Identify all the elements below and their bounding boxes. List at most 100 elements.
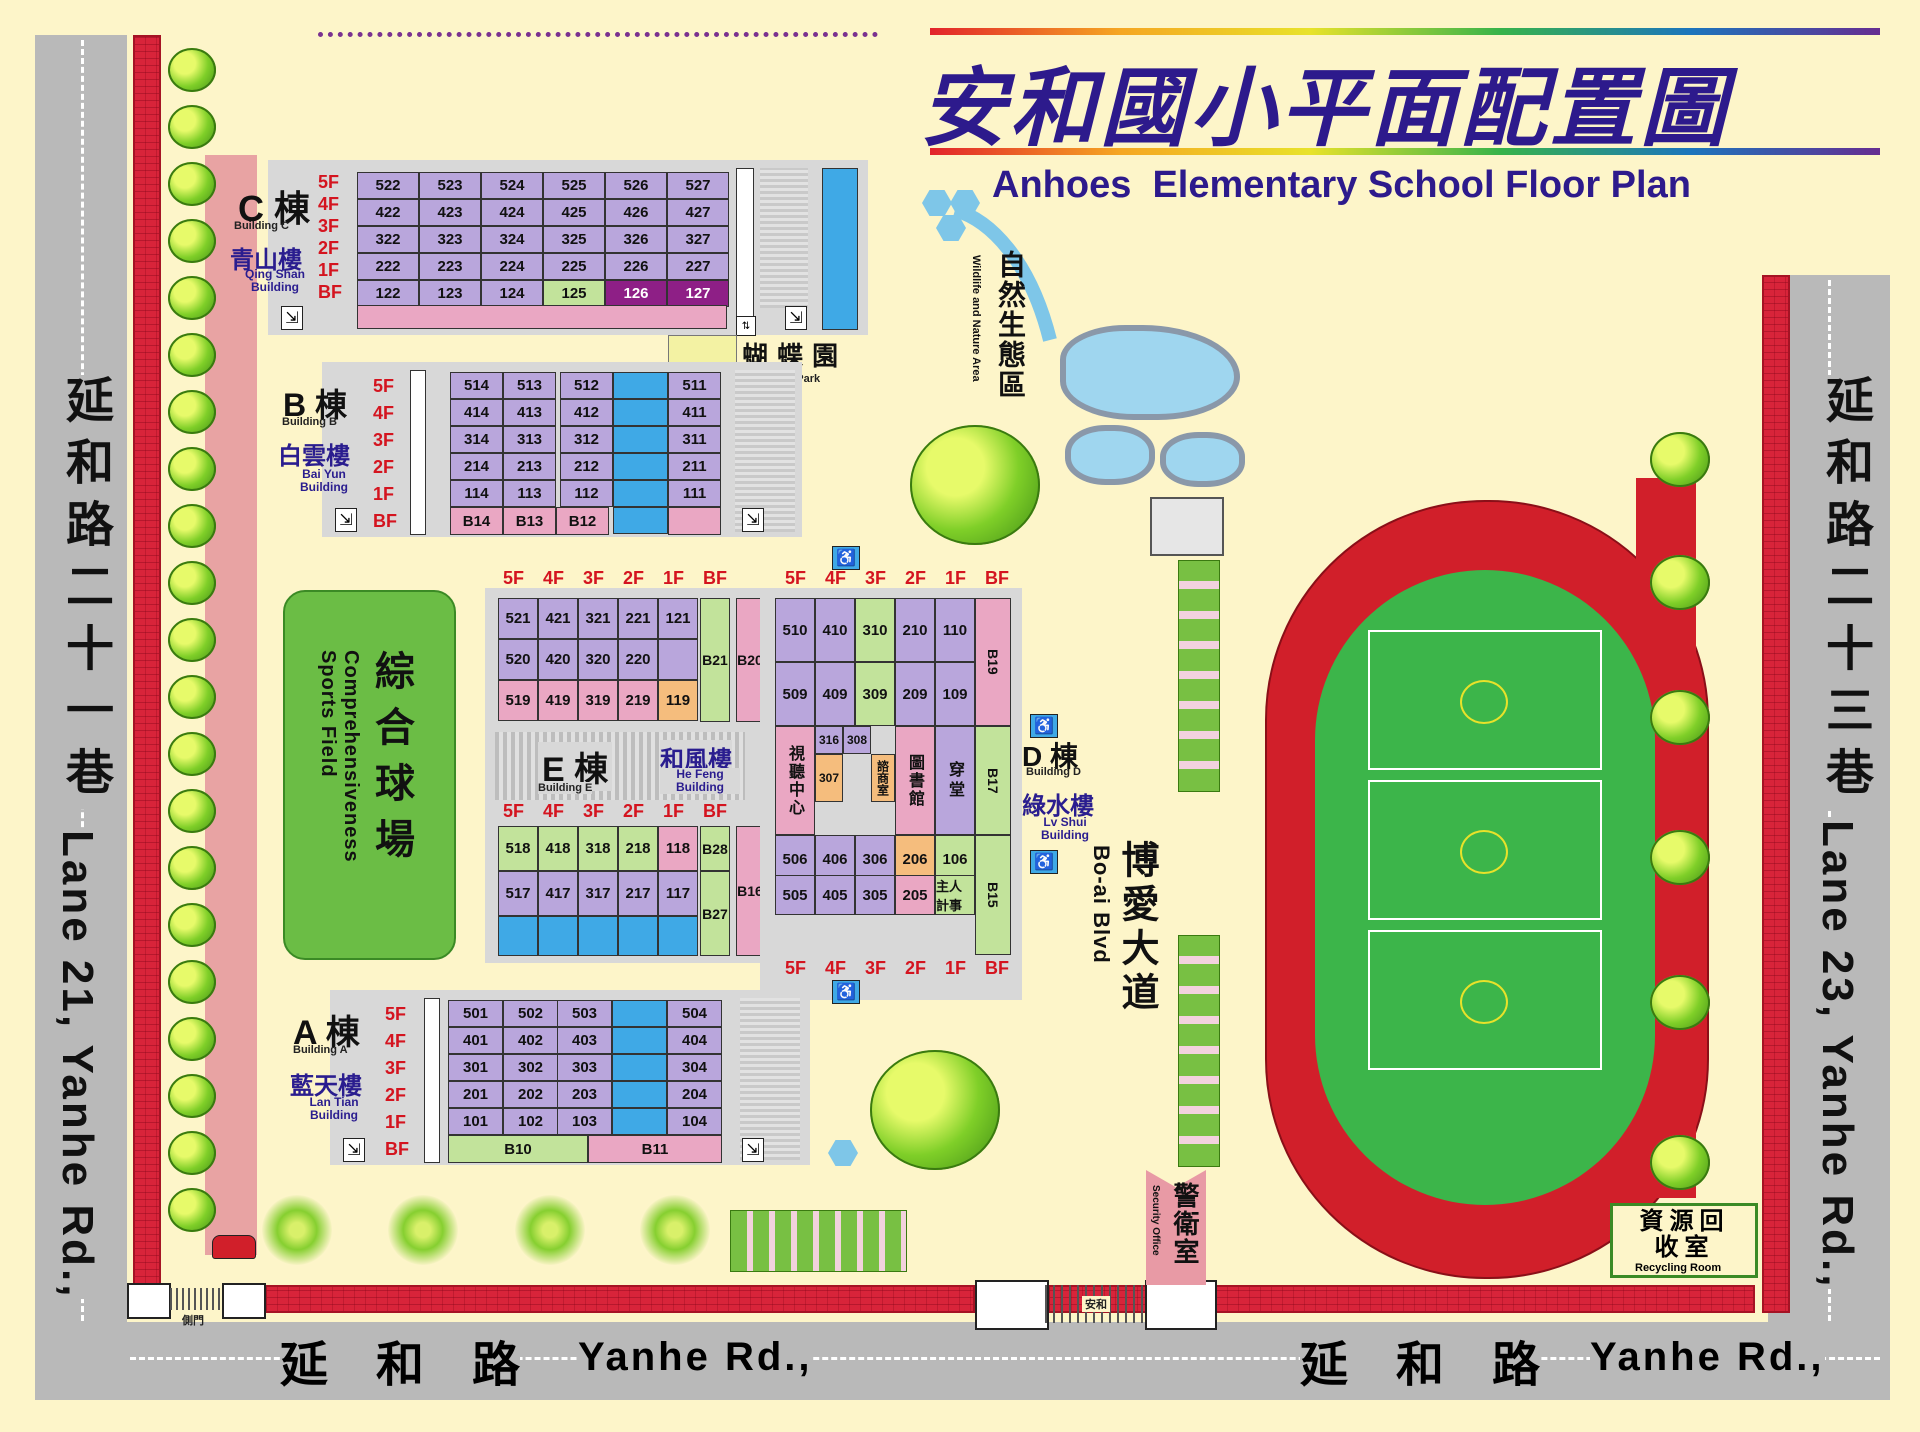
room-cell[interactable]: 402 [503,1027,558,1054]
room-cell[interactable]: 主人計事 [935,875,975,915]
room-cell[interactable]: 224 [481,253,543,280]
room-av-center[interactable]: 視聽中心 [775,726,815,835]
room-cell[interactable]: 109 [935,662,975,726]
room-cell[interactable]: 302 [503,1054,558,1081]
room-cell[interactable]: 310 [855,598,895,662]
room-cell[interactable]: 101 [448,1108,503,1135]
room-cell[interactable]: B12 [556,507,609,535]
room-cell[interactable]: 512 [560,372,613,399]
room-cell[interactable]: 314 [450,426,503,453]
room-cell[interactable]: 319 [578,680,618,721]
room-cell[interactable]: 423 [419,199,481,226]
room-cell[interactable]: 524 [481,172,543,199]
room-cell[interactable]: 110 [935,598,975,662]
room-cell[interactable]: 511 [668,372,721,399]
room-cell[interactable]: 411 [668,399,721,426]
room-cell[interactable]: B14 [450,507,503,535]
room-cell[interactable]: 420 [538,639,578,680]
room-cell[interactable]: 403 [557,1027,612,1054]
room-cell[interactable]: 519 [498,680,538,721]
room-cell[interactable]: 521 [498,598,538,639]
room-cell[interactable]: 426 [605,199,667,226]
room-cell[interactable]: 102 [503,1108,558,1135]
room-cell[interactable]: 317 [578,871,618,916]
room-cell[interactable]: 326 [605,226,667,253]
room-library[interactable]: 圖書館 [895,726,935,835]
room-cell[interactable]: 213 [503,453,556,480]
room-cell[interactable]: 127 [667,280,729,307]
security-office[interactable] [1146,1170,1206,1285]
room-cell[interactable]: 309 [855,662,895,726]
room-cell[interactable]: 307 [815,754,843,802]
room-cell[interactable]: 221 [618,598,658,639]
room-cell[interactable]: 119 [658,680,698,721]
room-cell[interactable]: 222 [357,253,419,280]
room-cell[interactable]: 513 [503,372,556,399]
room-cell[interactable]: 312 [560,426,613,453]
room-cell[interactable]: 413 [503,399,556,426]
basketball-court-1[interactable] [1368,630,1602,770]
room-cell[interactable]: 412 [560,399,613,426]
room-cell[interactable]: 112 [560,480,613,507]
room-cell[interactable]: 114 [450,480,503,507]
room-cell[interactable]: 113 [503,480,556,507]
room-cell[interactable]: 212 [560,453,613,480]
room-cell[interactable]: 527 [667,172,729,199]
room-cell[interactable] [668,507,721,535]
room-cell[interactable]: 104 [667,1108,722,1135]
room-cell[interactable]: 209 [895,662,935,726]
room-cell[interactable]: 503 [557,1000,612,1027]
room-cell[interactable]: 117 [658,871,698,916]
room-cell[interactable]: 308 [843,726,871,754]
room-cell[interactable]: 205 [895,875,935,915]
sports-field[interactable] [283,590,456,960]
side-gate[interactable] [127,1283,171,1319]
room-cell[interactable]: 305 [855,875,895,915]
room-cell vtext-en[interactable]: B21 [700,598,730,722]
room-cell[interactable]: 502 [503,1000,558,1027]
room-cell[interactable]: 417 [538,871,578,916]
room-cell[interactable]: 218 [618,826,658,871]
room-cell[interactable]: 313 [503,426,556,453]
room-cell[interactable]: 514 [450,372,503,399]
room-cell[interactable]: 509 [775,662,815,726]
room-cell[interactable]: 203 [557,1081,612,1108]
room-cell[interactable]: 505 [775,875,815,915]
room-cell[interactable]: 518 [498,826,538,871]
room-cell[interactable]: 227 [667,253,729,280]
room-cell[interactable]: 321 [578,598,618,639]
room-cell[interactable]: B13 [503,507,556,535]
room-cell[interactable]: 501 [448,1000,503,1027]
room-cell[interactable]: 323 [419,226,481,253]
room-cell[interactable]: 418 [538,826,578,871]
room-cell[interactable]: 322 [357,226,419,253]
room-cell[interactable]: 327 [667,226,729,253]
room-cell[interactable]: 520 [498,639,538,680]
room-cell[interactable]: 523 [419,172,481,199]
room-cell[interactable]: 225 [543,253,605,280]
room-cell[interactable]: 126 [605,280,667,307]
recycling-room[interactable] [1610,1203,1758,1278]
room-cell[interactable]: 214 [450,453,503,480]
room-cell vtext-en[interactable]: B27 [700,871,730,956]
room-cell[interactable] [658,639,698,680]
room-cell[interactable]: 424 [481,199,543,226]
room-cell vtext-en[interactable]: B20 [736,598,764,722]
room-cell[interactable]: 118 [658,826,698,871]
room-cell[interactable]: 510 [775,598,815,662]
room-cell[interactable]: 525 [543,172,605,199]
room-cell[interactable]: 219 [618,680,658,721]
room-cell[interactable]: B11 [588,1135,722,1163]
room-cell[interactable]: 410 [815,598,855,662]
room-cell[interactable]: 217 [618,871,658,916]
room-cell[interactable]: 404 [667,1027,722,1054]
room-cell[interactable]: 210 [895,598,935,662]
room-cell[interactable]: 123 [419,280,481,307]
room-cell[interactable]: 103 [557,1108,612,1135]
room-cell[interactable]: 324 [481,226,543,253]
room-cell[interactable]: 223 [419,253,481,280]
room-cell[interactable]: 401 [448,1027,503,1054]
room-cell[interactable]: 405 [815,875,855,915]
room-cell[interactable]: 125 [543,280,605,307]
room-cell[interactable]: 111 [668,480,721,507]
